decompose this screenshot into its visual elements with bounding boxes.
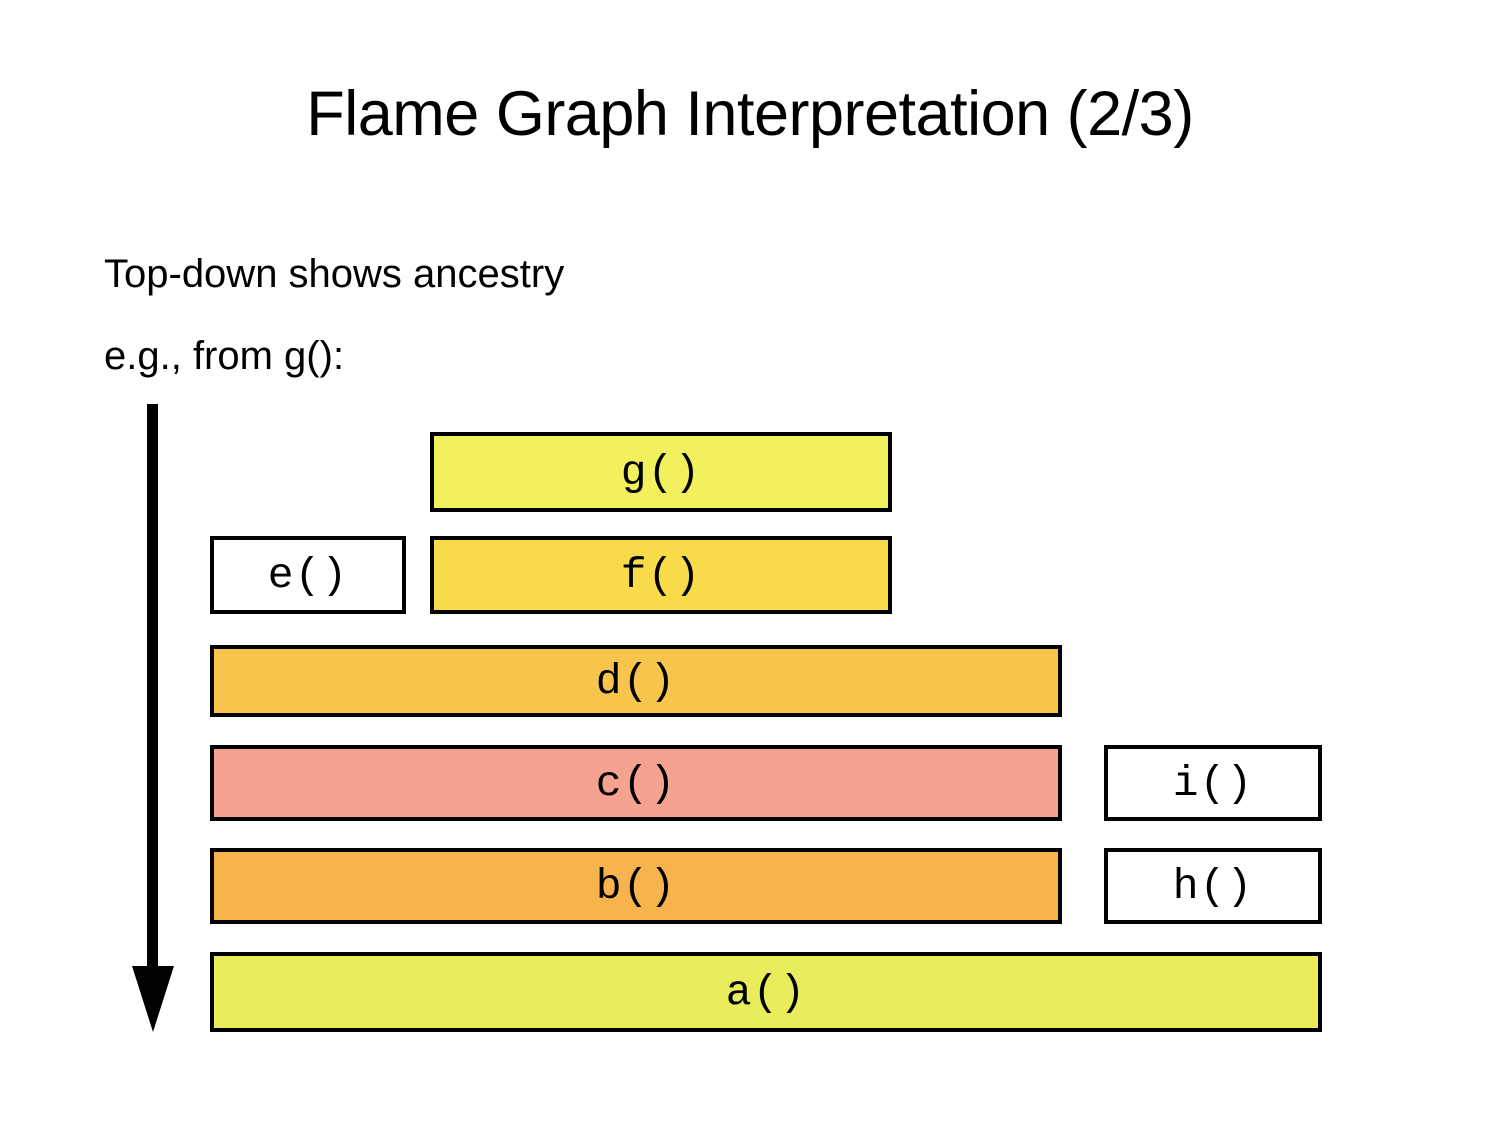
flame-frame-label: d() xyxy=(595,656,677,706)
flame-frame-a[interactable]: a() xyxy=(210,952,1322,1032)
flame-frame-g[interactable]: g() xyxy=(430,432,892,512)
page-title: Flame Graph Interpretation (2/3) xyxy=(306,79,1194,149)
flame-frame-c[interactable]: c() xyxy=(210,745,1062,821)
flame-frame-label: i() xyxy=(1172,758,1254,808)
flame-frame-d[interactable]: d() xyxy=(210,645,1062,717)
flame-frame-label: g() xyxy=(620,447,702,497)
down-arrow-icon xyxy=(131,404,175,1034)
flame-frame-label: f() xyxy=(620,550,702,600)
flame-frame-label: a() xyxy=(725,967,807,1017)
flame-frame-h[interactable]: h() xyxy=(1104,848,1322,924)
flame-frame-label: b() xyxy=(595,861,677,911)
flame-frame-label: h() xyxy=(1172,861,1254,911)
flame-frame-f[interactable]: f() xyxy=(430,536,892,614)
body-text-line-1: Top-down shows ancestry xyxy=(104,252,565,296)
flame-frame-b[interactable]: b() xyxy=(210,848,1062,924)
flame-frame-i[interactable]: i() xyxy=(1104,745,1322,821)
flame-frame-e[interactable]: e() xyxy=(210,536,406,614)
flame-frame-label: c() xyxy=(595,758,677,808)
flame-frame-label: e() xyxy=(267,550,349,600)
body-text-line-2: e.g., from g(): xyxy=(104,334,345,378)
